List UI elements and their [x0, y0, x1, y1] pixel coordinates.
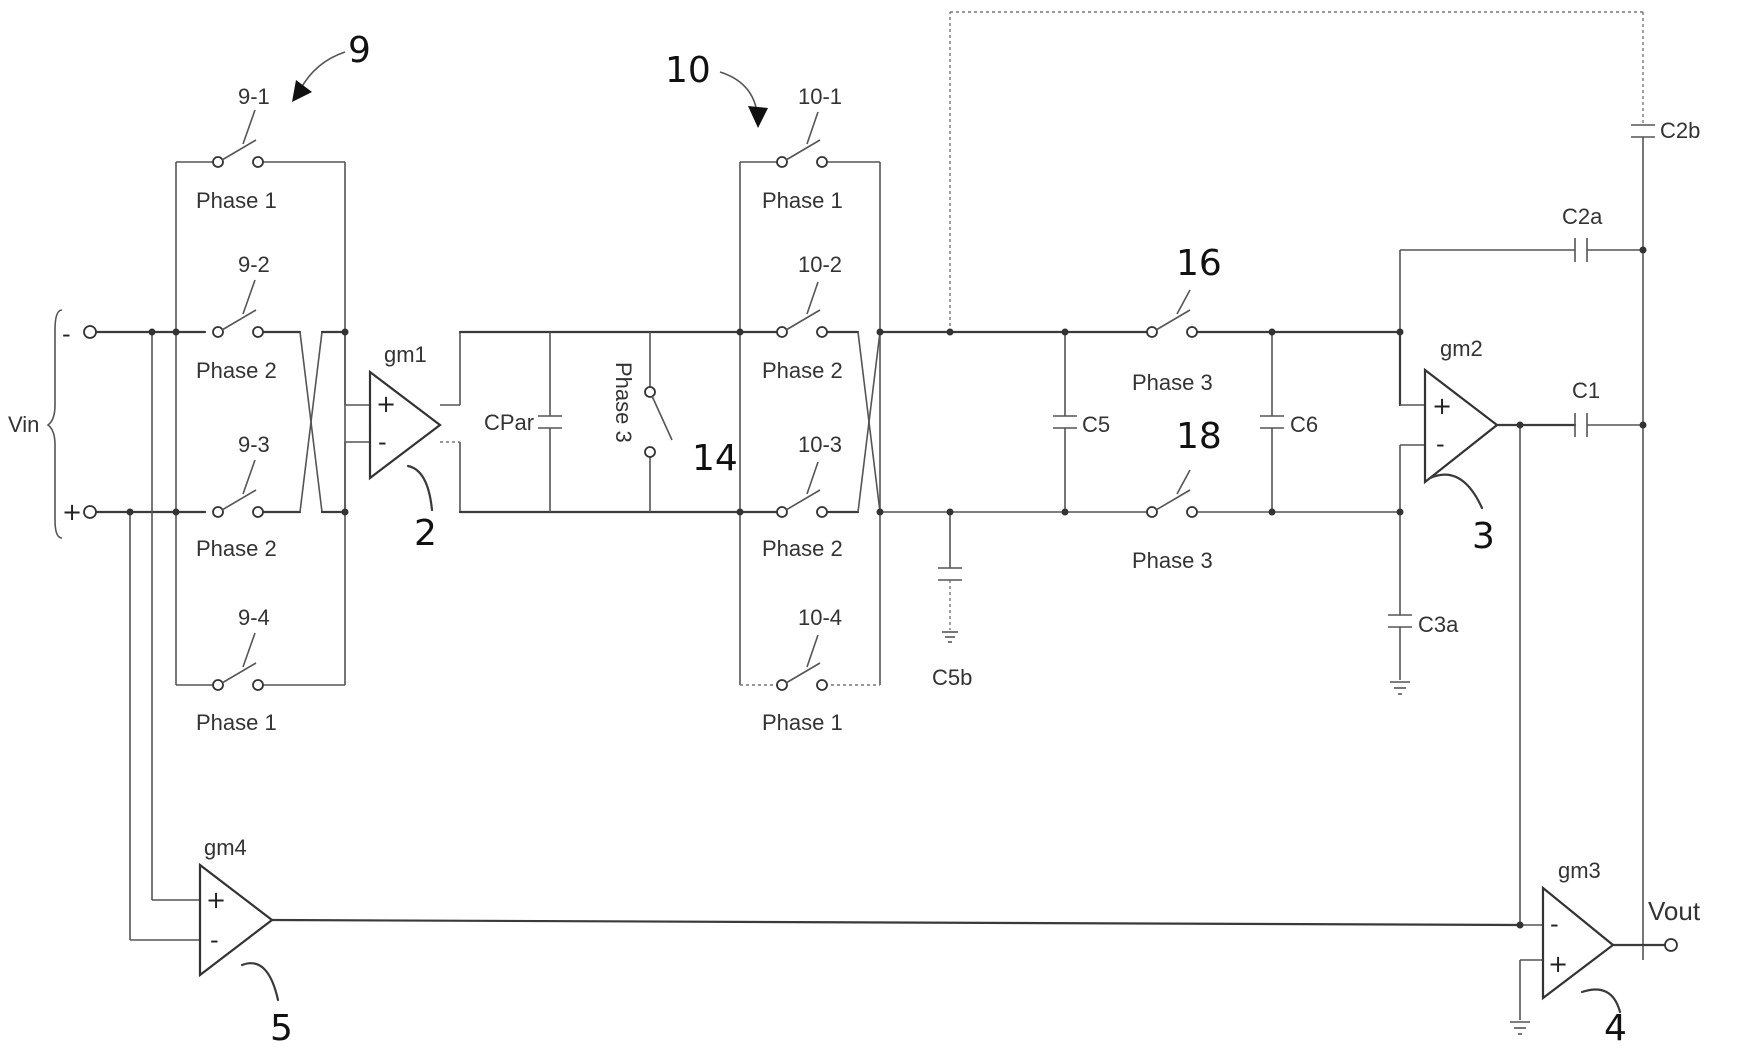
- switch-9-3-phase: Phase 2: [196, 536, 277, 561]
- switch-18: 18 Phase 3: [1132, 416, 1222, 573]
- amplifier-gm2: + - gm2 3: [1425, 336, 1497, 557]
- cpar-label: CPar: [484, 410, 534, 435]
- amplifier-gm4: + - gm4 5: [200, 835, 293, 1049]
- switch-14-id: 14: [692, 438, 738, 479]
- switch-16-phase: Phase 3: [1132, 370, 1213, 395]
- switch-10-4-phase: Phase 1: [762, 710, 843, 735]
- amplifier-gm3: - + gm3 4 Vout: [1510, 858, 1701, 1049]
- switch-9-1-id: 9-1: [238, 84, 270, 109]
- capacitor-c5b: C5b: [932, 568, 972, 690]
- switch-10-4: 10-4 Phase 1: [762, 605, 843, 735]
- switch-9-2-id: 9-2: [238, 252, 270, 277]
- wires: [90, 12, 1665, 1020]
- gm3-ref: 4: [1604, 1008, 1627, 1049]
- gm3-name: gm3: [1558, 858, 1601, 883]
- switch-16: 16 Phase 3: [1132, 243, 1222, 395]
- switch-group-10: 10 10-1 Phase 1 10-2 Phase 2 10-3 Phase …: [665, 50, 843, 735]
- capacitor-c1: C1: [1572, 378, 1600, 437]
- arrow-icon: [292, 80, 312, 102]
- vin-label: Vin: [8, 412, 39, 437]
- gm1-name: gm1: [384, 342, 427, 367]
- gm3-plus-sign: +: [1548, 950, 1568, 978]
- c5-label: C5: [1082, 412, 1110, 437]
- switch-9-1: 9-1 Phase 1: [196, 84, 277, 213]
- gm2-name: gm2: [1440, 336, 1483, 361]
- c6-label: C6: [1290, 412, 1318, 437]
- c3a-label: C3a: [1418, 612, 1459, 637]
- capacitor-c6: C6: [1260, 412, 1318, 437]
- switch-9-1-phase: Phase 1: [196, 188, 277, 213]
- gm1-minus-sign: -: [378, 428, 387, 456]
- gm1-ref: 2: [414, 513, 437, 554]
- switch-10-3-phase: Phase 2: [762, 536, 843, 561]
- vin-plus-terminal: [84, 506, 96, 518]
- switch-10-2-phase: Phase 2: [762, 358, 843, 383]
- c2a-label: C2a: [1562, 204, 1603, 229]
- switch-10-4-id: 10-4: [798, 605, 842, 630]
- capacitor-c2a: C2a: [1562, 204, 1603, 262]
- gm2-ref: 3: [1472, 516, 1495, 557]
- switch-18-phase: Phase 3: [1132, 548, 1213, 573]
- capacitor-c2b: C2b: [1631, 118, 1700, 143]
- gm4-ref: 5: [270, 1008, 293, 1049]
- switch-16-id: 16: [1176, 243, 1222, 284]
- switch-group-9-label: 9: [348, 30, 371, 71]
- switch-group-10-label: 10: [665, 50, 711, 91]
- switch-10-2-id: 10-2: [798, 252, 842, 277]
- switch-9-4-id: 9-4: [238, 605, 270, 630]
- switch-9-4-phase: Phase 1: [196, 710, 277, 735]
- vin-input: Vin - +: [8, 310, 96, 538]
- vout-label: Vout: [1648, 896, 1701, 926]
- switch-10-3: 10-3 Phase 2: [762, 432, 843, 561]
- capacitor-c5: C5: [1053, 412, 1110, 437]
- switch-10-1-phase: Phase 1: [762, 188, 843, 213]
- switch-10-1-id: 10-1: [798, 84, 842, 109]
- switch-9-2: 9-2 Phase 2: [196, 252, 277, 383]
- c5b-label: C5b: [932, 665, 972, 690]
- amplifier-gm1: + - gm1 2: [370, 342, 440, 554]
- gm3-minus-sign: -: [1550, 910, 1559, 938]
- gm2-plus-sign: +: [1432, 392, 1452, 420]
- junction-dots: [127, 247, 1647, 929]
- gm4-minus-sign: -: [210, 926, 219, 954]
- vin-minus-sign: -: [62, 320, 71, 348]
- c2b-label: C2b: [1660, 118, 1700, 143]
- switch-18-id: 18: [1176, 416, 1222, 457]
- switch-9-2-phase: Phase 2: [196, 358, 277, 383]
- switch-10-2: 10-2 Phase 2: [762, 252, 843, 383]
- switch-10-1: 10-1 Phase 1: [762, 84, 843, 213]
- switch-10-3-id: 10-3: [798, 432, 842, 457]
- switch-9-3: 9-3 Phase 2: [196, 432, 277, 561]
- switch-14: Phase 3 14: [611, 362, 738, 479]
- gm2-minus-sign: -: [1436, 430, 1445, 458]
- vin-plus-sign: +: [62, 498, 82, 526]
- arrow-icon: [748, 106, 768, 128]
- capacitor-c3a: C3a: [1388, 612, 1459, 694]
- switch-9-3-id: 9-3: [238, 432, 270, 457]
- c1-label: C1: [1572, 378, 1600, 403]
- vin-minus-terminal: [84, 326, 96, 338]
- switch-9-4: 9-4 Phase 1: [196, 605, 277, 735]
- gm4-name: gm4: [204, 835, 247, 860]
- vout-terminal: [1665, 939, 1677, 951]
- gm1-plus-sign: +: [376, 390, 396, 418]
- switch-14-phase: Phase 3: [611, 362, 636, 443]
- gm4-plus-sign: +: [206, 886, 226, 914]
